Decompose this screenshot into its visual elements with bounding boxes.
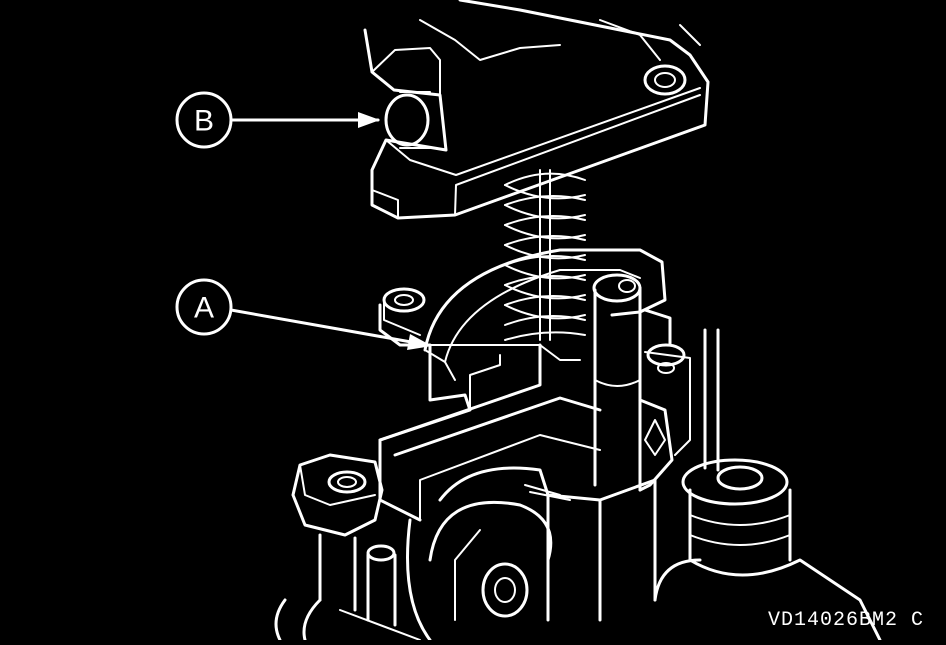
callout-b: B: [175, 91, 380, 149]
housing: [378, 287, 691, 642]
figure-code: VD14026BM2 C: [767, 609, 924, 632]
shaft: [592, 273, 642, 492]
callout-a-leader: [229, 308, 430, 347]
left-knob: [274, 453, 421, 642]
callout-a-arrowhead: [407, 334, 432, 350]
callout-a-circle: [175, 278, 233, 336]
spring: [504, 169, 586, 341]
right-tool: [653, 328, 882, 642]
callout-b-label: B: [194, 105, 214, 138]
callout-b-arrowhead: [358, 112, 380, 128]
part-b-lever: [363, 0, 710, 220]
part-a-spring-seat: [423, 248, 667, 381]
callout-a: A: [175, 278, 432, 350]
callout-a-label: A: [194, 292, 214, 325]
